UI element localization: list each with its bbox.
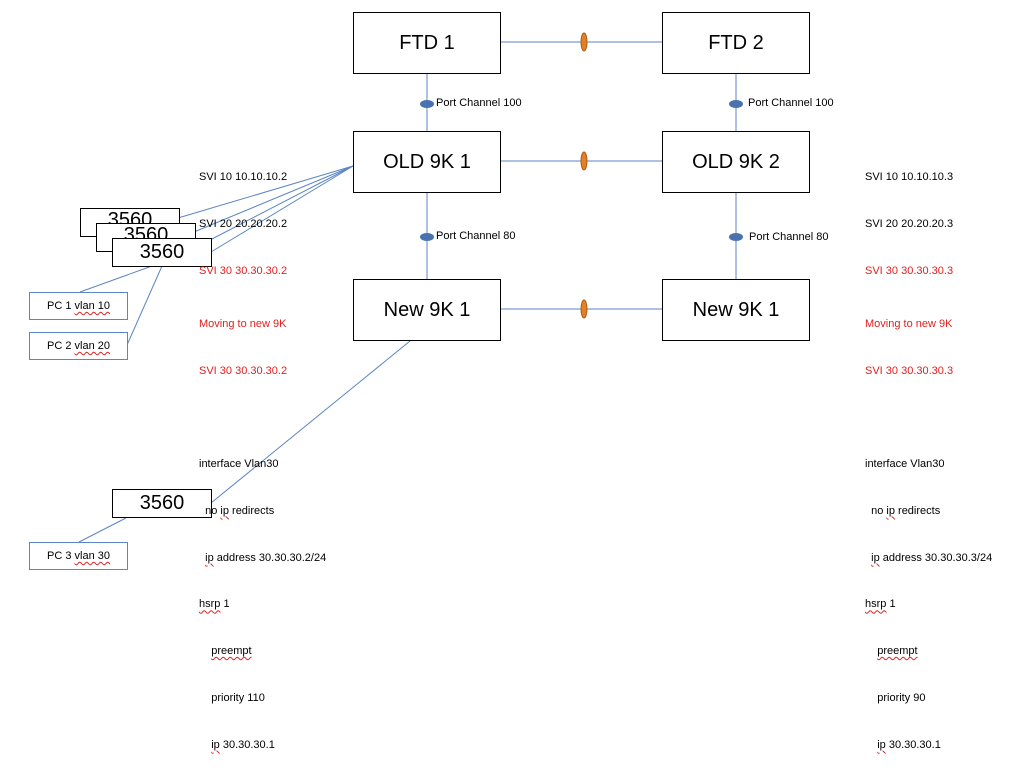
switch-3560-front: 3560 [112, 238, 212, 267]
device-ftd2: FTD 2 [662, 12, 810, 74]
right-interface-line: interface Vlan30 [865, 457, 945, 470]
pc-3: PC 3 vlan 30 [29, 542, 128, 570]
right-moving-note: Moving to new 9K [865, 318, 953, 331]
device-new-9k-1-right: New 9K 1 [662, 279, 810, 341]
lag-marker-ftd [580, 32, 588, 52]
right-priority-line: priority 90 [865, 691, 926, 704]
spacer [199, 411, 326, 426]
link-old1-3560-front-b [210, 165, 354, 253]
port-channel-marker-80-right [729, 233, 743, 241]
left-moving-note: Moving to new 9K [199, 318, 287, 331]
link-3560-pc2 [126, 265, 163, 346]
device-old-9k-1: OLD 9K 1 [353, 131, 501, 193]
right-svi-10: SVI 10 10.10.10.3 [865, 171, 954, 184]
pc-3-vlan: vlan 30 [74, 550, 110, 562]
port-channel-100-left-label: Port Channel 100 [436, 97, 522, 109]
port-channel-marker-100-right [729, 100, 743, 108]
device-ftd1: FTD 1 [353, 12, 501, 74]
left-new-svi: SVI 30 30.30.30.2 [199, 364, 288, 377]
port-channel-marker-100-left [420, 100, 434, 108]
link-new1-3560-bottom [210, 340, 411, 504]
pc-1-vlan: vlan 10 [74, 300, 110, 312]
spacer [865, 411, 992, 426]
left-ipaddr-line: ip address 30.30.30.2/24 [205, 551, 327, 564]
left-vip-line: ip 30.30.30.1 [211, 738, 275, 751]
pc-3-name: PC 3 [46, 550, 72, 562]
pc-2-name: PC 2 [46, 340, 72, 352]
right-vip-line: ip 30.30.30.1 [877, 738, 941, 751]
port-channel-marker-80-left [420, 233, 434, 241]
right-hsrp-line: hsrp 1 [865, 598, 896, 611]
port-channel-80-right-label: Port Channel 80 [749, 231, 829, 243]
right-svi-30: SVI 30 30.30.30.3 [865, 264, 954, 277]
lag-marker-new [580, 299, 588, 319]
link-old1-3560-back1 [177, 165, 354, 219]
left-svi-10: SVI 10 10.10.10.2 [199, 171, 288, 184]
left-migration-config: Moving to new 9K SVI 30 30.30.30.2 inter… [199, 286, 326, 769]
lag-marker-old [580, 151, 588, 171]
pc-2-vlan: vlan 20 [74, 340, 110, 352]
left-priority-line: priority 110 [199, 691, 265, 704]
link-old1-3560-back2 [193, 165, 354, 233]
pc-1-name: PC 1 [46, 300, 72, 312]
device-old-9k-2: OLD 9K 2 [662, 131, 810, 193]
right-svi-20: SVI 20 20.20.20.3 [865, 217, 954, 230]
right-preempt-line: preempt [877, 645, 918, 658]
right-migration-config: Moving to new 9K SVI 30 30.30.30.3 inter… [865, 286, 992, 769]
left-svi-30: SVI 30 30.30.30.2 [199, 264, 288, 277]
switch-3560-bottom: 3560 [112, 489, 212, 518]
left-preempt-line: preempt [211, 645, 252, 658]
topology-diagram [78, 32, 743, 543]
port-channel-100-right-label: Port Channel 100 [748, 97, 834, 109]
device-new-9k-1: New 9K 1 [353, 279, 501, 341]
left-svi-list: SVI 10 10.10.10.2 SVI 20 20.20.20.2 SVI … [199, 139, 287, 295]
right-redirects-line: no ip redirects [865, 504, 941, 517]
left-interface-line: interface Vlan30 [199, 457, 279, 470]
right-svi-list: SVI 10 10.10.10.3 SVI 20 20.20.20.3 SVI … [865, 139, 953, 295]
right-ipaddr-line: ip address 30.30.30.3/24 [871, 551, 993, 564]
left-hsrp-line: hsrp 1 [199, 598, 230, 611]
port-channel-80-left-label: Port Channel 80 [436, 230, 516, 242]
left-redirects-line: no ip redirects [199, 504, 275, 517]
left-svi-20: SVI 20 20.20.20.2 [199, 217, 288, 230]
pc-1: PC 1 vlan 10 [29, 292, 128, 320]
link-old1-3560-front-a [209, 165, 354, 241]
link-3560-pc3 [78, 517, 127, 543]
pc-2: PC 2 vlan 20 [29, 332, 128, 360]
link-3560-pc1 [79, 265, 153, 293]
right-new-svi: SVI 30 30.30.30.3 [865, 364, 954, 377]
